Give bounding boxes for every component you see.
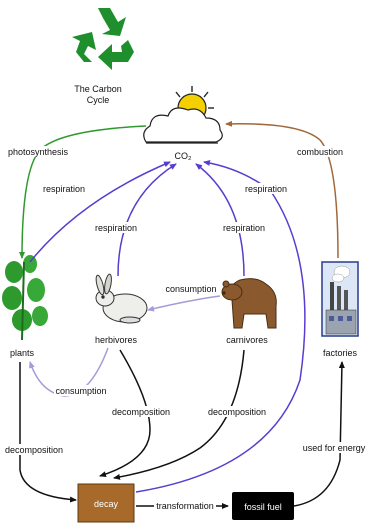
- sun-cloud-icon: [143, 86, 223, 144]
- factory-icon: [321, 261, 359, 337]
- plant-icon: [2, 255, 48, 341]
- co2-label: CO₂: [175, 151, 193, 161]
- consumption-upper-arrow: [147, 295, 221, 312]
- decomposition-plants-arrow: [19, 362, 77, 503]
- respiration-decay-arrow: [135, 160, 306, 493]
- title-line-1: The Carbon: [74, 84, 122, 94]
- decomposition-herbivores-arrow: [99, 349, 151, 478]
- combustion-arrow: [225, 120, 339, 259]
- decay-label: decay: [94, 499, 119, 509]
- herbivores-label: herbivores: [95, 335, 138, 345]
- bear-icon: [221, 278, 277, 329]
- respiration-carnivores-label-bg: [222, 222, 266, 233]
- rabbit-icon: [95, 273, 148, 324]
- used-for-energy-label: used for energy: [303, 443, 366, 453]
- decomposition-carnivores-arrow: [113, 349, 245, 480]
- respiration-left-label: respiration: [43, 184, 85, 194]
- combustion-label: combustion: [297, 147, 343, 157]
- decomposition-carnivores-label: decomposition: [208, 407, 266, 417]
- consumption-lower-label: consumption: [55, 386, 106, 396]
- recycle-icon: [72, 8, 134, 70]
- respiration-right-label-bg: [244, 183, 288, 194]
- respiration-herbivores-arrow: [117, 163, 177, 277]
- combustion-label-bg: [294, 146, 346, 157]
- consumption-upper-label: consumption: [165, 284, 216, 294]
- photosynthesis-label-bg: [8, 146, 68, 157]
- photosynthesis-label: photosynthesis: [8, 147, 69, 157]
- respiration-herbivores-label-bg: [94, 222, 138, 233]
- decomposition-herbivores-label: decomposition: [112, 407, 170, 417]
- transformation-label: transformation: [156, 501, 214, 511]
- factories-label: factories: [323, 348, 358, 358]
- fossil-fuel-label: fossil fuel: [244, 502, 282, 512]
- consumption-upper-label-bg: [164, 283, 218, 294]
- consumption-lower-label-bg: [54, 385, 108, 396]
- respiration-right-label: respiration: [245, 184, 287, 194]
- used-for-energy-arrow: [293, 361, 345, 507]
- transformation-label-bg: [154, 500, 216, 511]
- carnivores-label: carnivores: [226, 335, 268, 345]
- fossil-fuel-box: [232, 492, 294, 520]
- decomposition-plants-label: decomposition: [5, 445, 63, 455]
- plants-label: plants: [10, 348, 35, 358]
- respiration-plants-arrow: [29, 161, 171, 263]
- respiration-herbivores-label: respiration: [95, 223, 137, 233]
- decomposition-carnivores-label-bg: [206, 406, 268, 417]
- decomposition-herbivores-label-bg: [110, 406, 172, 417]
- respiration-left-label-bg: [42, 183, 86, 194]
- decay-box: [77, 483, 135, 523]
- decomposition-plants-label-bg: [3, 444, 65, 455]
- respiration-carnivores-arrow: [195, 163, 245, 277]
- title-line-2: Cycle: [87, 95, 110, 105]
- respiration-carnivores-label: respiration: [223, 223, 265, 233]
- used-for-energy-label-bg: [300, 442, 368, 453]
